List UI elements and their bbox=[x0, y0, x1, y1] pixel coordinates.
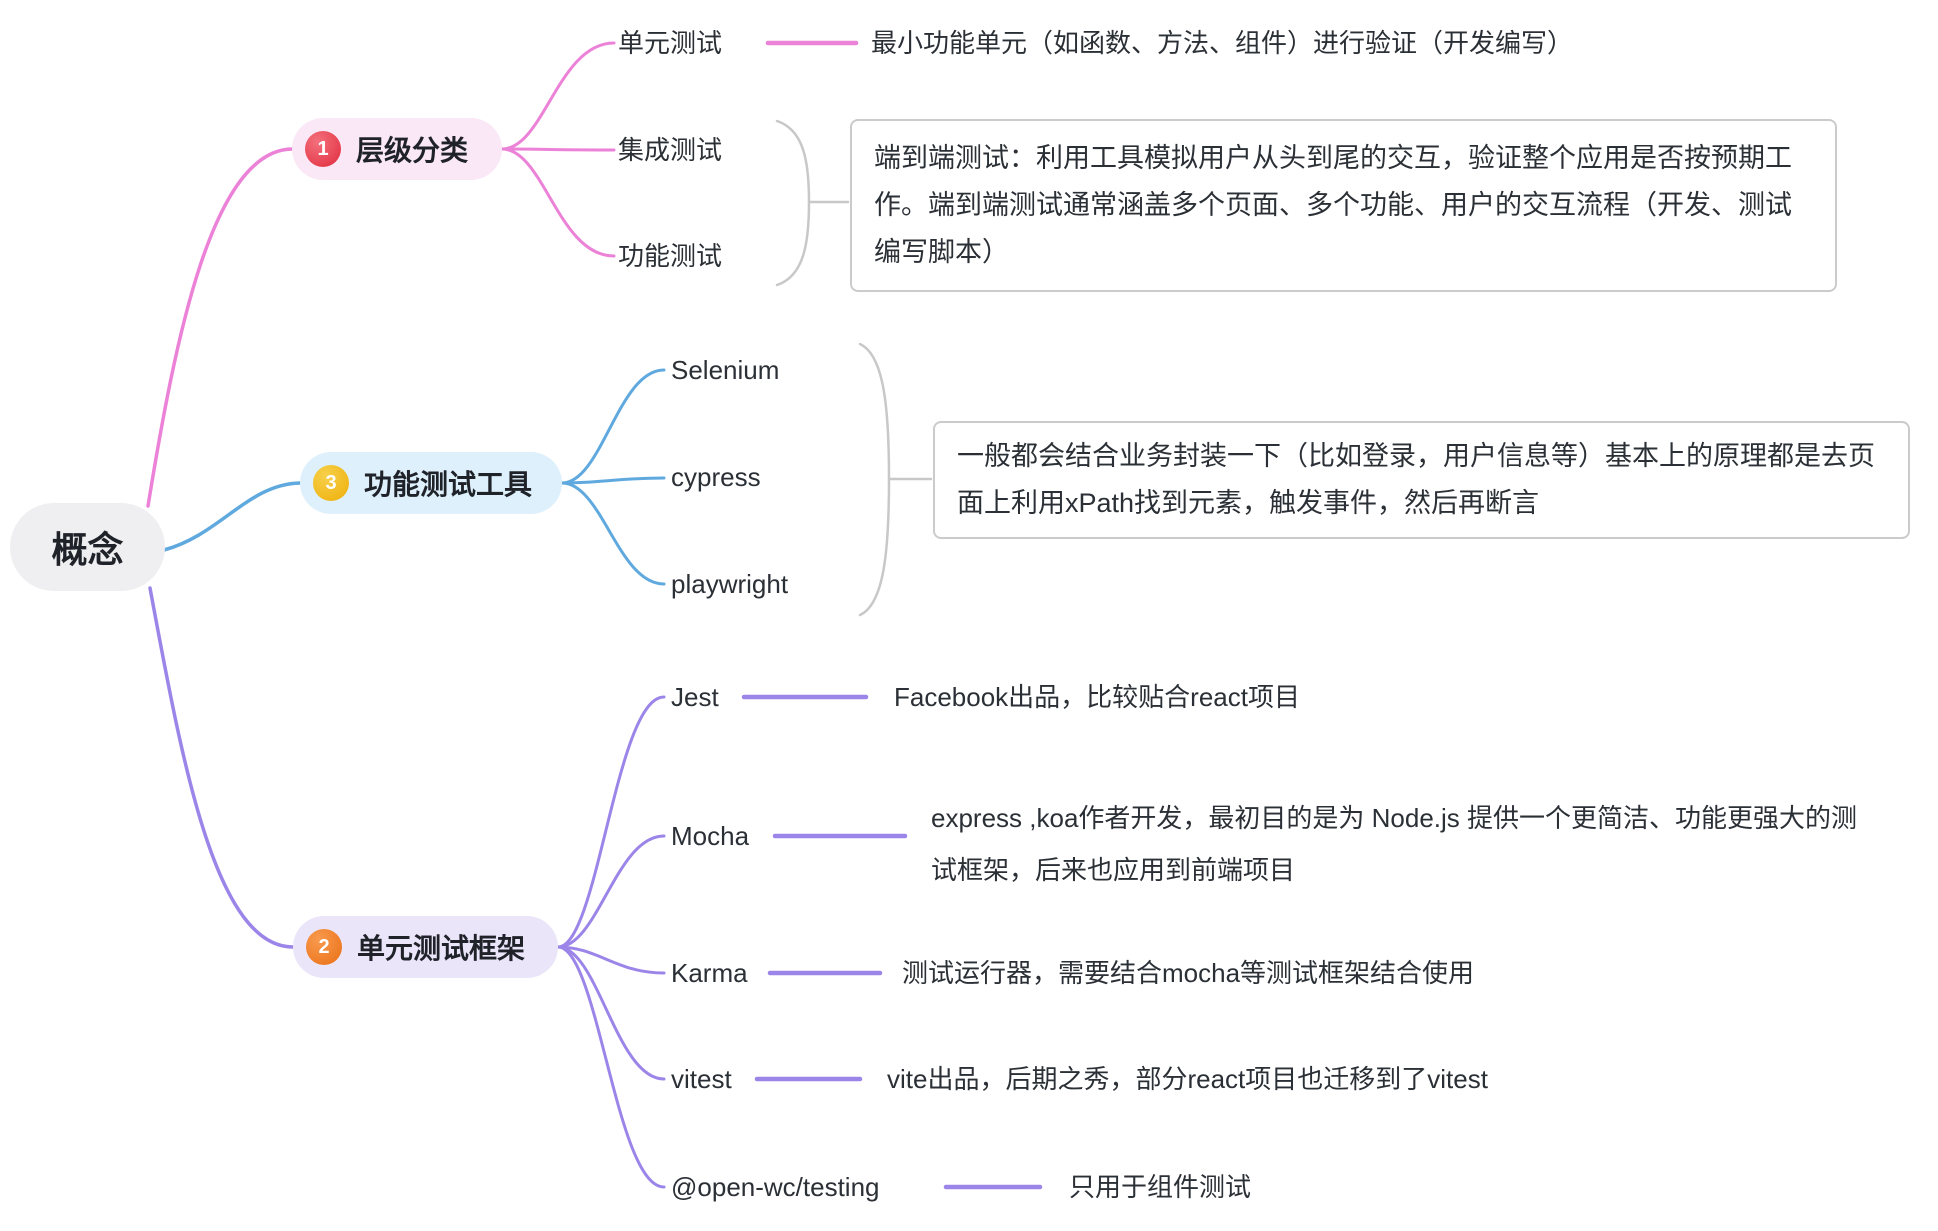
note-box-e2e[interactable]: 端到端测试：利用工具模拟用户从头到尾的交互，验证整个应用是否按预期工作。端到端测… bbox=[850, 119, 1837, 292]
topic-integration-test[interactable]: 集成测试 bbox=[618, 135, 723, 165]
branch-node-hierarchy[interactable]: 1 层级分类 bbox=[292, 118, 502, 180]
priority-2-badge-icon: 2 bbox=[306, 929, 342, 965]
edge-root-to-hierarchy bbox=[146, 147, 294, 508]
note-mocha[interactable]: express ,koa作者开发，最初目的是为 Node.js 提供一个更简洁、… bbox=[931, 803, 1858, 885]
edge-frameworks-to-openwc bbox=[556, 945, 666, 1189]
edge-frameworks-to-mocha bbox=[556, 834, 666, 949]
note-vitest[interactable]: vite出品，后期之秀，部分react项目也迁移到了vitest bbox=[887, 1064, 1488, 1094]
note-jest[interactable]: Facebook出品，比较贴合react项目 bbox=[894, 682, 1300, 712]
edge-hierarchy-to-unit-test bbox=[500, 41, 616, 151]
branch-node-hierarchy-label: 层级分类 bbox=[356, 135, 469, 166]
edge-hierarchy-to-functional-test bbox=[500, 147, 616, 258]
edge-tools-to-cypress bbox=[560, 476, 666, 485]
edge-root-to-functional-tools bbox=[162, 481, 302, 552]
branch-node-unit-frameworks[interactable]: 2 单元测试框架 bbox=[293, 916, 558, 978]
edge-tools-to-playwright bbox=[560, 481, 666, 586]
bracket-e2e-group bbox=[775, 119, 811, 287]
topic-playwright[interactable]: playwright bbox=[671, 569, 789, 599]
topic-mocha[interactable]: Mocha bbox=[671, 821, 750, 851]
topic-selenium[interactable]: Selenium bbox=[671, 355, 780, 385]
topic-karma[interactable]: Karma bbox=[671, 958, 748, 988]
root-node-label: 概念 bbox=[51, 529, 124, 570]
edge-root-to-unit-frameworks bbox=[148, 586, 295, 949]
topic-openwc-testing[interactable]: @open-wc/testing bbox=[671, 1172, 880, 1202]
edge-frameworks-to-karma bbox=[556, 945, 666, 975]
note-unit-test[interactable]: 最小功能单元（如函数、方法、组件）进行验证（开发编写） bbox=[871, 28, 1574, 58]
topic-vitest[interactable]: vitest bbox=[671, 1064, 732, 1094]
note-karma[interactable]: 测试运行器，需要结合mocha等测试框架结合使用 bbox=[902, 958, 1475, 988]
note-openwc[interactable]: 只用于组件测试 bbox=[1069, 1172, 1252, 1202]
edge-hierarchy-to-integration-test bbox=[500, 147, 616, 152]
topic-unit-test[interactable]: 单元测试 bbox=[618, 28, 723, 58]
branch-node-unit-frameworks-label: 单元测试框架 bbox=[357, 933, 526, 964]
branch-node-functional-tools[interactable]: 3 功能测试工具 bbox=[300, 452, 562, 514]
topic-functional-test[interactable]: 功能测试 bbox=[618, 241, 723, 271]
priority-3-badge-icon: 3 bbox=[313, 465, 349, 501]
topic-jest[interactable]: Jest bbox=[671, 682, 719, 712]
note-box-xpath[interactable]: 一般都会结合业务封装一下（比如登录，用户信息等）基本上的原理都是去页面上利用xP… bbox=[933, 421, 1910, 539]
edge-tools-to-selenium bbox=[560, 368, 666, 485]
topic-cypress[interactable]: cypress bbox=[671, 462, 761, 492]
edge-frameworks-to-vitest bbox=[556, 945, 666, 1081]
bracket-tools-group bbox=[858, 342, 891, 617]
edge-frameworks-to-jest bbox=[556, 695, 666, 949]
branch-node-functional-tools-label: 功能测试工具 bbox=[364, 469, 533, 500]
root-node-concept[interactable]: 概念 bbox=[10, 503, 165, 591]
priority-1-badge-icon: 1 bbox=[305, 131, 341, 167]
